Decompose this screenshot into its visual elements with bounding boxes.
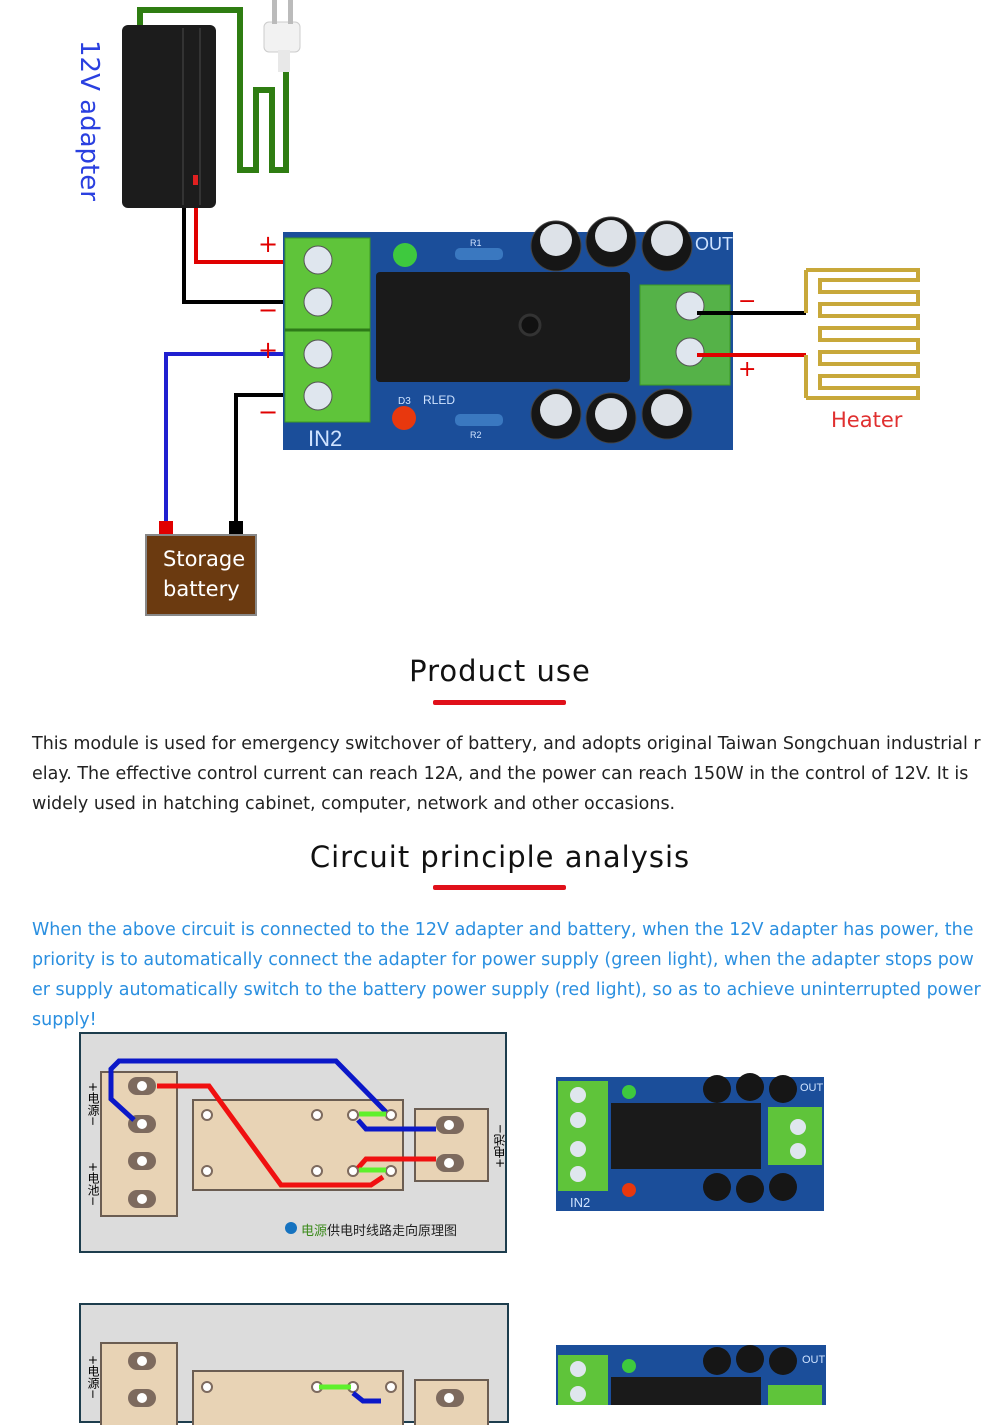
polarity-sign: +: [258, 230, 278, 258]
red-led: [392, 406, 416, 430]
relay: [376, 272, 630, 382]
caption-rest: 供电时线路走向原理图: [327, 1224, 458, 1239]
polarity-sign: −: [258, 398, 278, 426]
adapter-label: 12V adapter: [74, 40, 104, 201]
board-label-r1: R1: [470, 238, 482, 248]
heading-underline: [433, 700, 566, 705]
board-label-d3: D3: [398, 396, 411, 407]
schematic-caption: 电源供电时线路走向原理图: [301, 1220, 457, 1239]
red-trace: [157, 1083, 436, 1188]
polarity-sign: −: [738, 289, 756, 314]
schematic-power-mode: +电源− +电池− +电池− 电源供电时线路走向原理图: [79, 1032, 507, 1253]
left-label-power: +电源−: [86, 1355, 100, 1400]
right-label-battery: +电池−: [493, 1124, 507, 1169]
adapter-led: [193, 175, 198, 185]
photo-label-out: OUT: [800, 1082, 824, 1094]
schematic-battery-mode: +电源−: [79, 1303, 509, 1425]
module-photo: IN2 OUT: [556, 1073, 824, 1211]
battery-label-line2: battery: [163, 577, 240, 601]
relay-module-board: IN2 OUT RLED D3 R1 R2: [283, 216, 733, 451]
photo-label-out: OUT: [802, 1354, 826, 1366]
product-use-heading: Product use: [409, 654, 591, 688]
left-label-battery: +电池−: [86, 1162, 100, 1207]
board-label-r2: R2: [470, 430, 482, 440]
polarity-sign: −: [258, 296, 278, 324]
blue-trace: [108, 1058, 436, 1132]
photo-label-in2: IN2: [570, 1195, 590, 1210]
left-label-power: +电源−: [86, 1082, 100, 1127]
module-photo: OUT: [556, 1345, 826, 1405]
storage-battery: [145, 534, 257, 616]
heater-element: [804, 268, 920, 400]
green-contact: [359, 1111, 386, 1173]
caption-highlight: 电源: [301, 1224, 328, 1239]
battery-positive-wire: [164, 352, 308, 525]
wiring-diagram: + − + − IN2 OUT RLED D3 R1 R2 − +: [122, 0, 920, 616]
adapter-cable: [137, 7, 289, 173]
heading-underline: [433, 885, 566, 890]
board-label-out: OUT: [695, 234, 733, 254]
adapter-positive-wire: [194, 208, 308, 264]
battery-label-line1: Storage: [163, 547, 246, 571]
adapter-negative-wire: [182, 208, 308, 304]
board-label-in2: IN2: [308, 426, 342, 451]
heater-label: Heater: [831, 408, 903, 432]
adapter-box: [122, 25, 216, 208]
plug-icon: [263, 0, 301, 72]
board-label-rled: RLED: [423, 393, 455, 407]
polarity-sign: +: [258, 336, 278, 364]
polarity-sign: +: [738, 357, 756, 382]
circuit-analysis-heading: Circuit principle analysis: [309, 840, 691, 874]
caption-bullet-icon: [285, 1222, 297, 1234]
green-led: [393, 243, 417, 267]
product-use-text: This module is used for emergency switch…: [32, 734, 981, 814]
circuit-analysis-text: When the above circuit is connected to t…: [32, 920, 981, 1030]
battery-label: Storage battery: [163, 544, 245, 604]
